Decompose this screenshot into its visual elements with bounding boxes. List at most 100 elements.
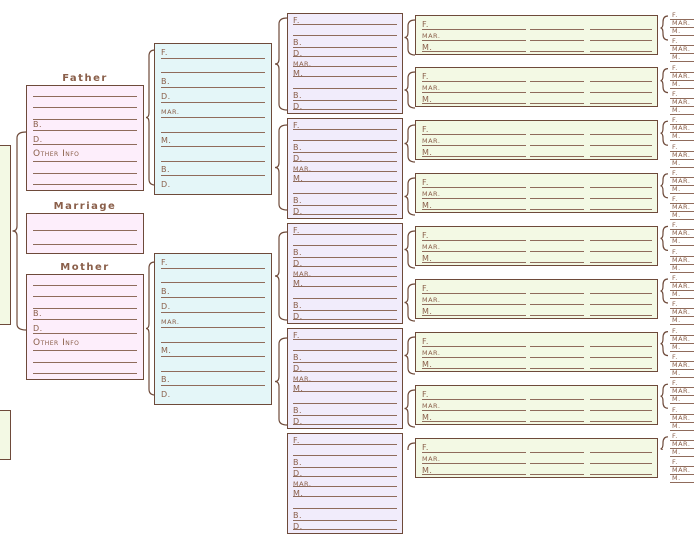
field-line (670, 140, 694, 142)
field-line (293, 298, 397, 299)
field-line (422, 262, 526, 263)
bracket-connector (660, 278, 669, 304)
field-line (293, 424, 397, 425)
field-line (293, 88, 397, 89)
field-line (670, 455, 694, 457)
field-line (670, 439, 694, 441)
father-died-label: D. (33, 135, 43, 144)
father-label: F. (672, 142, 678, 151)
field-line (590, 156, 652, 157)
father-box: B. D. Other Info (26, 85, 144, 191)
born-label: B. (293, 248, 303, 257)
mother-label: M. (293, 69, 304, 78)
edge-entry: F.MAR.M. (668, 354, 694, 378)
died-label: D. (293, 259, 303, 268)
born-label: B. (293, 511, 303, 520)
father-label: F. (422, 72, 429, 81)
field-line (670, 282, 694, 283)
field-line (530, 40, 584, 41)
field-line (670, 45, 694, 47)
field-line (422, 103, 526, 104)
gg-grandparents-box: F.MAR.M. (415, 332, 658, 372)
field-line (530, 209, 584, 210)
married-label: MAR. (293, 480, 312, 488)
father-label: F. (422, 284, 429, 293)
field-line (293, 286, 397, 287)
field-line (422, 145, 526, 146)
edge-entry: F.MAR.M. (668, 117, 694, 142)
mother-label: M. (422, 148, 433, 157)
field-line (590, 368, 652, 369)
born-label: B. (293, 301, 303, 310)
field-line (530, 134, 584, 135)
married-label: MAR. (672, 387, 691, 396)
mother-died-label: D. (33, 324, 43, 333)
married-label: MAR. (672, 45, 691, 54)
edge-entry: F.MAR.M. (668, 275, 694, 299)
edge-entry: F.MAR.M. (668, 380, 694, 405)
field-line (670, 87, 694, 89)
edge-entry: F.MAR.M. (668, 301, 694, 326)
mother-label: M. (672, 53, 681, 62)
field-line (293, 100, 397, 101)
field-line (530, 156, 584, 157)
father-label: F. (422, 178, 429, 187)
bracket-connector (274, 17, 288, 111)
field-line (590, 304, 652, 305)
field-line (670, 27, 694, 28)
father-label: F. (672, 458, 678, 467)
edge-entry: F.MAR.M. (668, 249, 694, 273)
father-label: F. (672, 247, 678, 256)
field-line (590, 40, 652, 41)
field-line (530, 51, 584, 52)
field-line (293, 276, 397, 277)
field-line (670, 79, 694, 81)
field-line (670, 184, 694, 186)
field-line (530, 240, 584, 241)
field-line (590, 103, 652, 104)
mother-label: M. (672, 237, 681, 246)
field-line (422, 357, 526, 358)
bracket-connector (660, 173, 669, 199)
father-label: F. (293, 331, 300, 340)
field-line (670, 61, 694, 63)
field-line (422, 92, 526, 93)
mother-label: M. (672, 158, 681, 167)
father-label: F. (672, 326, 678, 335)
bracket-connector (404, 19, 416, 56)
married-label: MAR. (672, 439, 691, 448)
married-label: MAR. (672, 334, 691, 343)
mother-label: M. (422, 413, 433, 422)
field-line (293, 171, 397, 172)
field-line (530, 421, 584, 422)
bracket-connector (660, 15, 669, 41)
married-label: MAR. (672, 229, 691, 238)
field-line (670, 35, 694, 36)
bracket-connector (404, 230, 416, 269)
field-line (293, 47, 397, 48)
field-line (590, 198, 652, 199)
field-line (293, 403, 397, 404)
field-line (293, 415, 397, 416)
father-label: F. (422, 125, 429, 134)
mother-label: M. (422, 307, 433, 316)
father-label: F. (293, 16, 300, 25)
edge-entry: F.MAR.M. (668, 170, 694, 194)
field-line (293, 371, 397, 372)
edge-entry: F.MAR.M. (668, 222, 694, 247)
mother-label: M. (672, 105, 681, 114)
born-label: B. (293, 91, 303, 100)
field-line (293, 76, 397, 77)
field-line (590, 134, 652, 135)
bracket-connector (660, 225, 669, 251)
died-label: D. (293, 102, 303, 111)
field-line (422, 421, 526, 422)
field-line (293, 496, 397, 497)
field-line (590, 357, 652, 358)
field-line (293, 234, 397, 235)
bracket-connector (404, 389, 416, 428)
mother-label: M. (422, 43, 433, 52)
field-line (530, 251, 584, 252)
born-label: B. (293, 38, 303, 47)
gg-grandparents-box: F.MAR.M. (415, 120, 658, 160)
